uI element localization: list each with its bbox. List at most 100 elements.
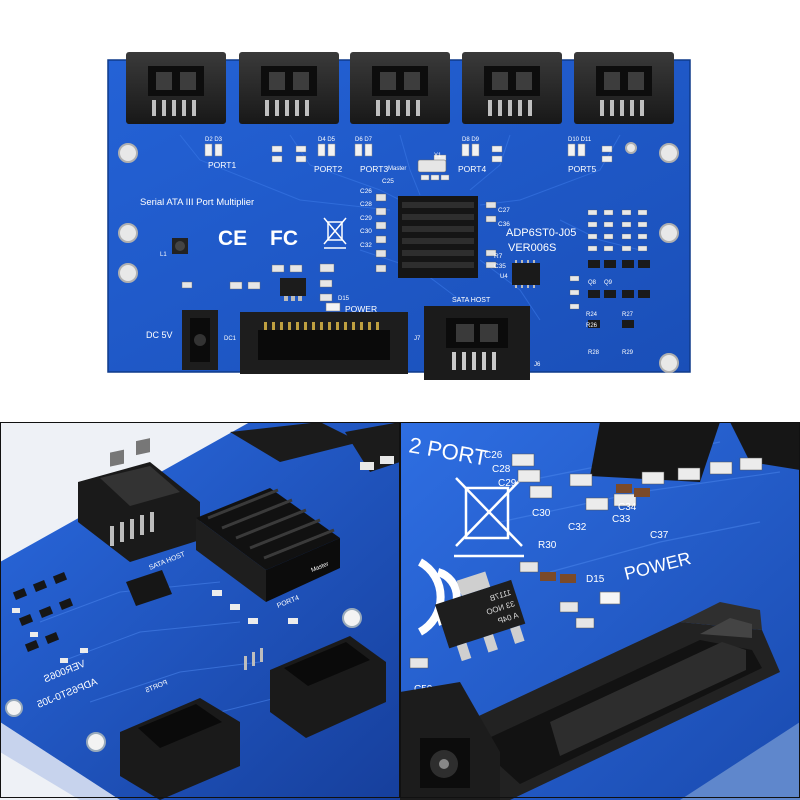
smd-parts-top xyxy=(271,145,613,181)
chip-u4: U4 xyxy=(500,260,540,288)
j6-label: J6 xyxy=(534,362,541,368)
power-area-parts xyxy=(181,263,335,302)
led-label-3: D6 D7 xyxy=(355,137,373,143)
port-label-4: PORT4 xyxy=(458,164,486,174)
port-connector-5 xyxy=(574,52,674,124)
r29-label: R29 xyxy=(622,350,634,356)
detail-c33: C33 xyxy=(612,514,631,525)
dc-jack-detail xyxy=(400,682,500,800)
mounting-holes-detail xyxy=(5,608,362,752)
dc1-label: DC1 xyxy=(224,336,237,342)
led-labels: D2 D3 D4 D5 D6 D7 D8 D9 D10 D11 xyxy=(205,137,592,143)
right-caps xyxy=(485,201,497,269)
weee-icon xyxy=(323,217,347,249)
dc-jack xyxy=(182,310,218,370)
d15-label: D15 xyxy=(338,296,350,302)
detail-c32: C32 xyxy=(568,522,587,533)
transistor-array xyxy=(588,260,650,328)
regulator-top xyxy=(280,278,306,301)
master-label: Master xyxy=(388,166,406,172)
port-connector-3 xyxy=(350,52,450,124)
dc-label: DC 5V xyxy=(146,330,173,340)
crystal-y1: Y1 Master xyxy=(388,153,447,173)
c29-label: C29 xyxy=(360,215,372,222)
sata-power-connector-detail xyxy=(436,602,780,800)
detail-c30: C30 xyxy=(532,508,551,519)
detail-c34: C34 xyxy=(618,502,637,513)
port-connector-corner xyxy=(590,422,720,482)
port-connectors-detail xyxy=(230,422,400,472)
inductor-l1: L1 xyxy=(160,238,188,258)
c25-label: C25 xyxy=(382,178,394,185)
sata-port-connectors xyxy=(126,52,674,124)
detail-d15: D15 xyxy=(586,574,605,585)
r24-label: R24 xyxy=(586,312,598,318)
c28-label: C28 xyxy=(360,201,372,208)
mounting-holes xyxy=(118,142,679,373)
port-connector-4 xyxy=(462,52,562,124)
sata-power-connector xyxy=(240,312,408,374)
board-title: Serial ATA III Port Multiplier xyxy=(140,197,254,208)
chip-u4-detail xyxy=(126,570,172,606)
resistor-array xyxy=(569,209,648,310)
detail-photo-right: 2 PORT C26 C28 C29 C30 C32 C33 C34 C37 C… xyxy=(400,422,800,800)
c30-label: C30 xyxy=(360,228,372,235)
detail-c37: C37 xyxy=(650,530,669,541)
port-label-1: PORT1 xyxy=(208,160,236,170)
ce-mark: CE xyxy=(218,227,247,250)
r26-label: R26 xyxy=(586,323,598,329)
detail-c26: C26 xyxy=(484,450,503,461)
small-bead-caps xyxy=(540,484,650,583)
board-model: ADP6ST0-J05 xyxy=(506,227,576,239)
power-led-detail xyxy=(599,591,621,605)
detail-c29: C29 xyxy=(498,478,517,489)
detail-photo-left: SATA HOST VER006S ADP6ST0-J05 xyxy=(0,422,400,800)
cap-labels: C26 C28 C29 C30 C32 C25 xyxy=(360,178,394,249)
c35-label: C35 xyxy=(494,263,506,270)
r7-label: R7 xyxy=(494,253,503,260)
led-label-2: D4 D5 xyxy=(318,137,336,143)
power-led xyxy=(325,302,341,312)
power-label: POWER xyxy=(345,304,377,314)
c32-label: C32 xyxy=(360,242,372,249)
r27-label: R27 xyxy=(622,312,634,318)
c27-label: C27 xyxy=(498,207,510,214)
port5-connector-detail xyxy=(120,698,240,800)
sata-host-label: SATA HOST xyxy=(452,297,491,304)
fc-mark: FC xyxy=(270,227,298,250)
weee-icon-detail xyxy=(454,477,524,558)
heatsink-detail xyxy=(196,488,340,602)
y1-label: Y1 xyxy=(434,153,442,159)
port-connector-2 xyxy=(239,52,339,124)
cap-column xyxy=(375,193,387,273)
port-labels: PORT1 PORT2 PORT3 PORT4 PORT5 xyxy=(208,160,596,174)
board-overview-photo: D2 D3 D4 D5 D6 D7 D8 D9 D10 D11 PORT1 PO… xyxy=(107,52,691,380)
sata-host-connector-detail xyxy=(78,438,200,562)
caps-detail xyxy=(12,590,298,663)
j7-label: J7 xyxy=(414,336,421,342)
u4-label: U4 xyxy=(500,274,508,280)
board-edge xyxy=(680,722,800,800)
q8-label: Q8 xyxy=(588,280,597,286)
regulator-detail: 1117B 33 NOO A 04P xyxy=(435,571,526,662)
led-label-5: D10 D11 xyxy=(568,137,592,143)
q9-label: Q9 xyxy=(604,280,613,286)
sata-host-connector xyxy=(424,306,530,380)
led-label-4: D8 D9 xyxy=(462,137,480,143)
detail-r30: R30 xyxy=(538,540,557,551)
port-connector-1 xyxy=(126,52,226,124)
port-label-3: PORT3 xyxy=(360,164,388,174)
c36-label: C36 xyxy=(498,221,510,228)
detail-c28: C28 xyxy=(492,464,511,475)
parts-array-detail xyxy=(12,572,74,652)
port-label-2: PORT2 xyxy=(314,164,342,174)
port-leds xyxy=(204,143,586,157)
board-version: VER006S xyxy=(508,242,556,254)
c26-label: C26 xyxy=(360,188,372,195)
l1-label: L1 xyxy=(160,252,167,258)
heatsink xyxy=(398,196,478,278)
port-label-5: PORT5 xyxy=(568,164,596,174)
r28-label: R28 xyxy=(588,350,600,356)
port4-connector-detail xyxy=(244,636,386,738)
caps-right xyxy=(511,453,763,511)
